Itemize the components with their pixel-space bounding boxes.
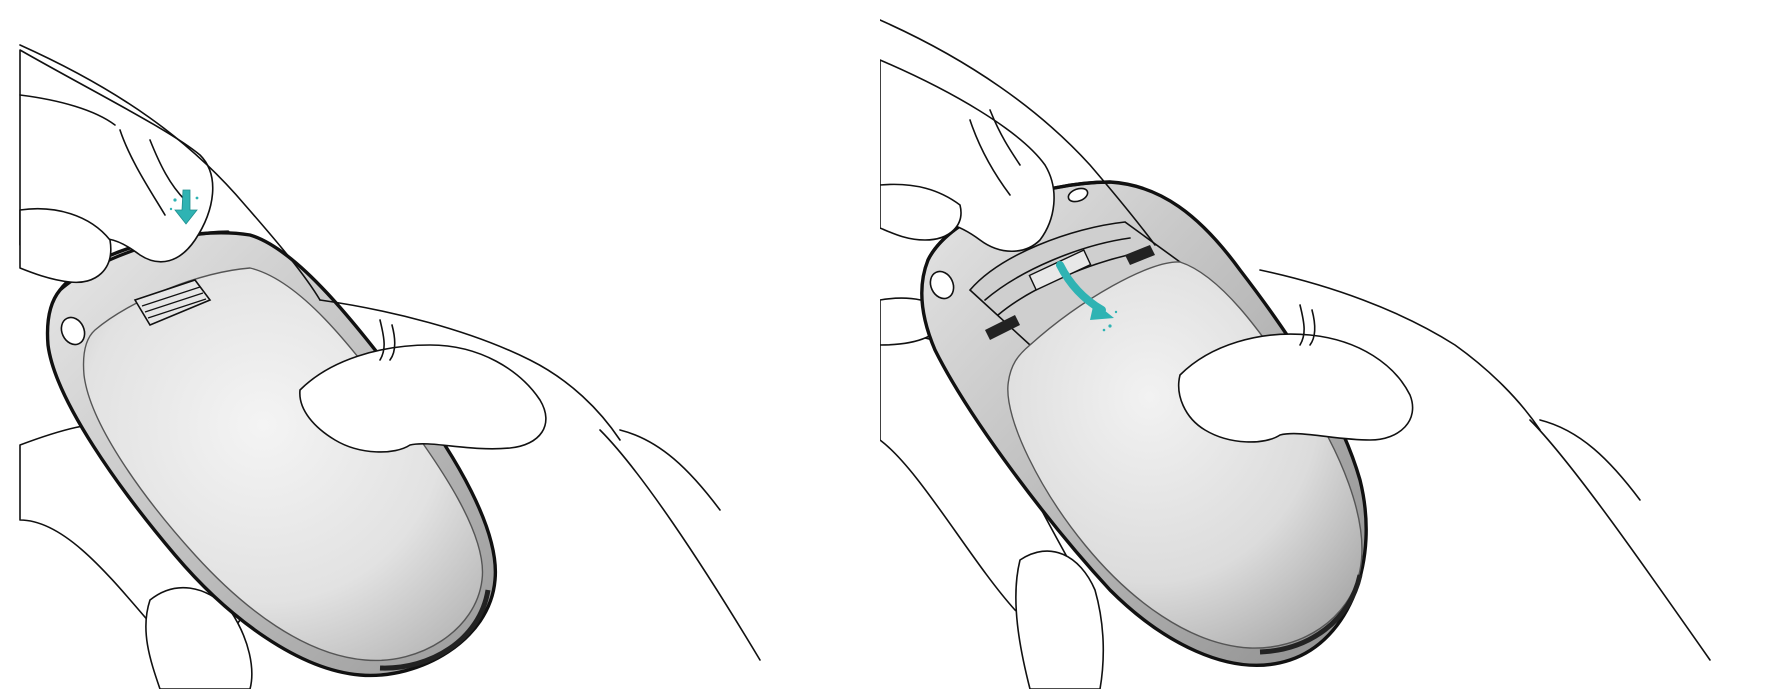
back-finger-bottom: [1016, 551, 1103, 689]
panel-press-latch: [0, 0, 880, 689]
panel-press-latch-svg: [0, 0, 880, 689]
holding-hand-palm: [1540, 420, 1640, 500]
phone-body: [48, 232, 496, 675]
panel-lift-cover: [880, 0, 1769, 689]
panel-lift-cover-svg: [880, 0, 1769, 689]
